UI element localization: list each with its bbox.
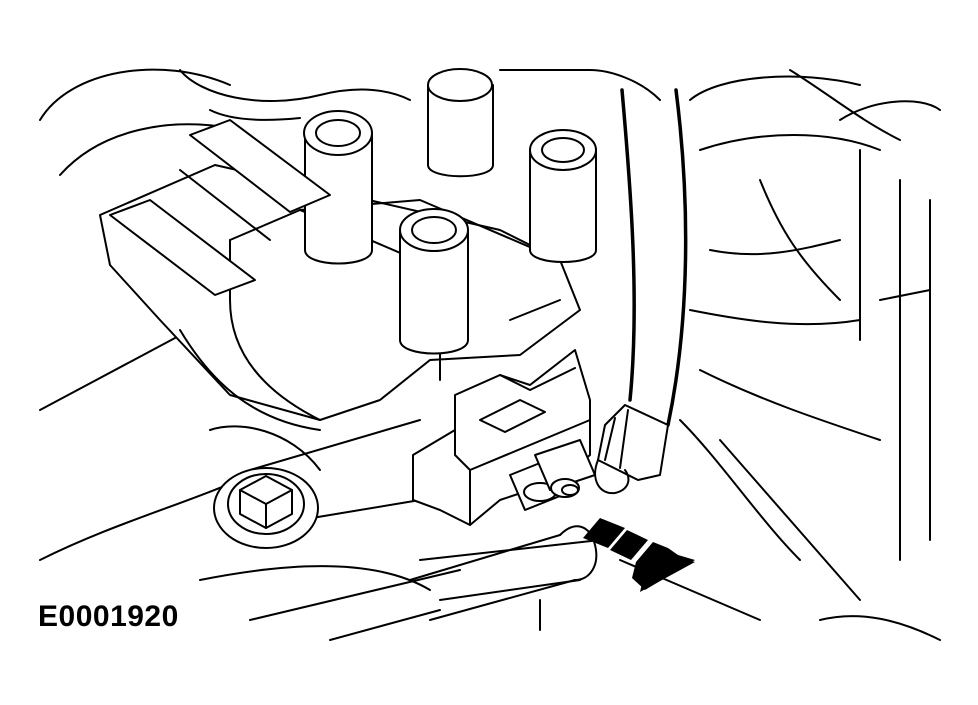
engine-background-outlines xyxy=(39,68,941,641)
coil-tower-4 xyxy=(399,208,469,355)
fuel-rail-pipe xyxy=(109,119,331,296)
coil-tower-3 xyxy=(529,129,597,263)
mounting-bolt xyxy=(213,467,319,549)
coil-tower-2 xyxy=(427,68,494,178)
coolant-pipe xyxy=(409,525,598,621)
removal-direction-arrow xyxy=(583,518,695,592)
terminal-pins xyxy=(509,439,596,511)
wiring-harness xyxy=(594,88,688,495)
coil-tower-1 xyxy=(303,110,373,265)
figure-id-label: E0001920 xyxy=(38,600,179,633)
